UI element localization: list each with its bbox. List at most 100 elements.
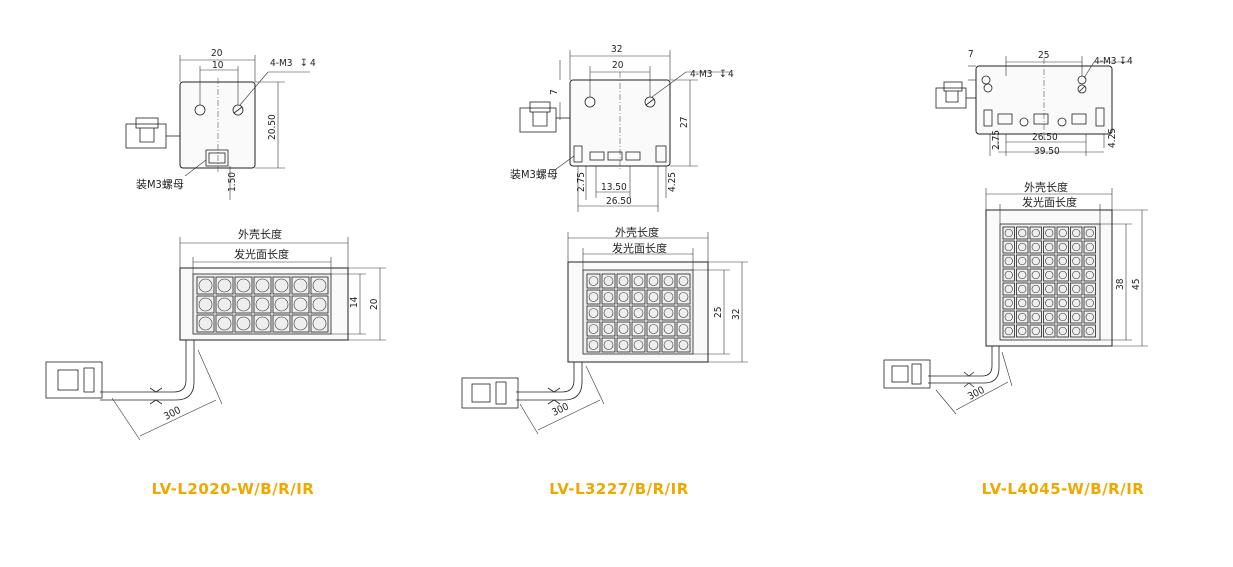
led-lens	[293, 278, 308, 293]
led-cell	[1070, 324, 1083, 338]
dim-cable: 300	[162, 405, 183, 423]
led-lens	[1085, 284, 1094, 294]
led-lens	[603, 276, 614, 286]
led-cell	[1043, 254, 1056, 268]
dim-inner: 26.50	[1032, 132, 1058, 143]
led-cell	[616, 305, 631, 321]
led-lens	[648, 324, 659, 334]
led-lens	[1031, 270, 1040, 280]
dim-shell-height: 20	[369, 298, 380, 310]
dim-total: 26.50	[606, 196, 632, 207]
dim-thread: 4-M3	[270, 58, 292, 69]
led-lens	[633, 292, 644, 302]
led-lens	[588, 308, 599, 318]
led-lens	[1018, 312, 1027, 322]
led-cell	[601, 321, 616, 337]
led-lens	[236, 316, 251, 331]
led-cell	[1083, 268, 1096, 282]
led-lens	[1072, 326, 1081, 336]
led-lens	[1072, 242, 1081, 252]
led-cell	[616, 273, 631, 289]
led-lens	[603, 324, 614, 334]
led-lens	[618, 276, 629, 286]
led-lens	[1004, 284, 1013, 294]
emit-length-label: 发光面长度	[612, 241, 667, 255]
led-cell	[272, 295, 291, 314]
led-lens	[603, 292, 614, 302]
led-lens	[1004, 242, 1013, 252]
led-cell	[1016, 310, 1029, 324]
shell-length-label: 外壳长度	[1024, 180, 1068, 194]
led-cell	[646, 337, 661, 353]
led-cell	[1016, 226, 1029, 240]
led-cell	[586, 273, 601, 289]
led-lens	[603, 340, 614, 350]
led-cell	[196, 314, 215, 333]
led-cell	[1043, 282, 1056, 296]
led-cell	[1002, 226, 1015, 240]
dim-hole-spacing: 25	[1038, 50, 1049, 61]
led-lens	[618, 340, 629, 350]
dim-offset-right: 4.25	[667, 172, 678, 192]
led-lens	[1031, 284, 1040, 294]
led-lens	[1045, 312, 1054, 322]
led-cell	[1070, 254, 1083, 268]
led-lens	[1018, 298, 1027, 308]
dim-cable: 300	[966, 385, 987, 403]
led-cell	[1002, 282, 1015, 296]
led-lens	[1085, 312, 1094, 322]
led-lens	[588, 324, 599, 334]
led-cell	[661, 337, 676, 353]
led-cell	[310, 314, 329, 333]
led-cell	[1043, 226, 1056, 240]
led-lens	[1018, 242, 1027, 252]
emit-length-label: 发光面长度	[1022, 195, 1077, 209]
led-cell	[676, 273, 691, 289]
led-cell	[1056, 240, 1069, 254]
product-1-front-view: 外壳长度 发光面长度 14 20 300	[45, 227, 386, 441]
led-cell	[586, 321, 601, 337]
shell-length-label: 外壳长度	[238, 227, 282, 241]
led-cell	[1002, 240, 1015, 254]
led-cell	[1002, 268, 1015, 282]
led-lens	[1045, 242, 1054, 252]
led-lens	[648, 340, 659, 350]
led-lens	[198, 297, 213, 312]
led-lens	[1045, 256, 1054, 266]
led-lens	[633, 324, 644, 334]
led-lens	[1085, 228, 1094, 238]
led-lens	[663, 276, 674, 286]
led-cell	[1029, 296, 1042, 310]
led-cell	[601, 289, 616, 305]
led-lens	[312, 316, 327, 331]
emit-length-label: 发光面长度	[234, 247, 289, 261]
dim-offset-right: 4.25	[1107, 128, 1118, 148]
led-cell	[1070, 296, 1083, 310]
dim-hole-offset: 7	[968, 49, 974, 60]
dim-depth: 4	[310, 58, 316, 69]
dim-width: 32	[611, 44, 622, 55]
led-lens	[236, 278, 251, 293]
product-2-front-view: 外壳长度 发光面长度 25 32 300	[461, 225, 748, 435]
led-grid-1	[196, 276, 329, 333]
led-cell	[1016, 324, 1029, 338]
led-cell	[1029, 282, 1042, 296]
dim-width: 20	[211, 48, 223, 59]
led-cell	[631, 337, 646, 353]
led-lens	[1045, 326, 1054, 336]
led-lens	[1058, 298, 1067, 308]
led-lens	[1004, 256, 1013, 266]
led-cell	[631, 305, 646, 321]
dim-hole-spacing: 10	[212, 60, 224, 71]
dim-depth: 4	[1127, 56, 1133, 67]
led-cell	[1070, 268, 1083, 282]
led-cell	[676, 337, 691, 353]
led-lens	[588, 276, 599, 286]
led-cell	[1029, 268, 1042, 282]
led-lens	[198, 278, 213, 293]
led-lens	[633, 276, 644, 286]
dim-height: 27	[679, 117, 690, 128]
led-lens	[648, 276, 659, 286]
led-lens	[1031, 312, 1040, 322]
product-1-top-view: 20 10 4-M3 ↧ 4 20.50 1.50 装M3螺母	[125, 48, 316, 200]
